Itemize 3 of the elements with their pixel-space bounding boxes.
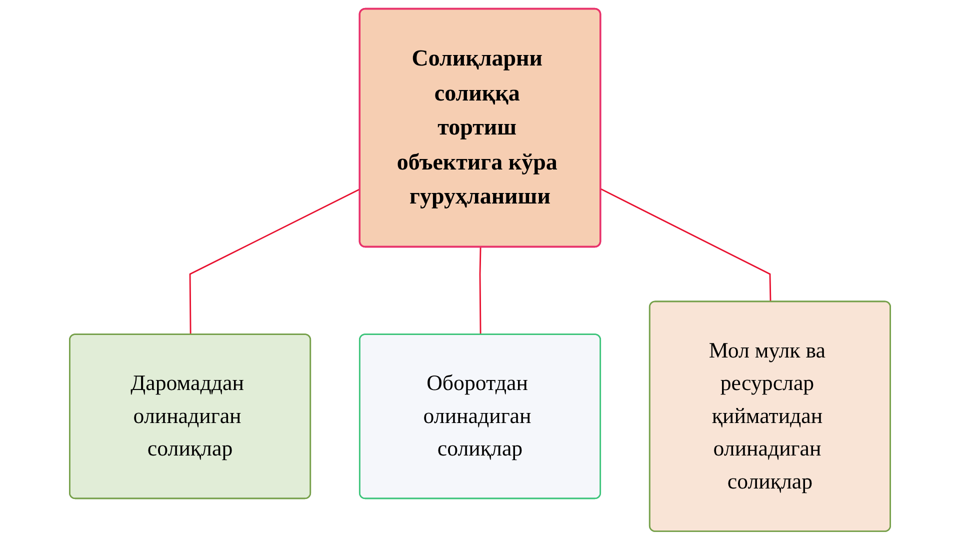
connector [600, 188, 772, 302]
connector [189, 188, 360, 335]
connector [479, 247, 482, 335]
